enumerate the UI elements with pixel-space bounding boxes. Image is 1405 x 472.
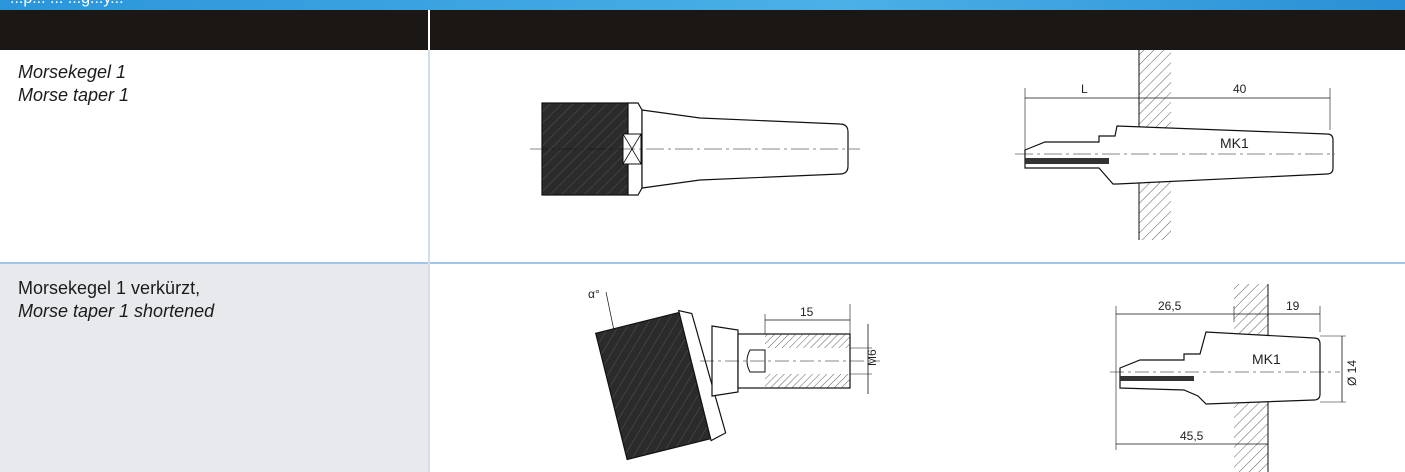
row-label-cell: Morsekegel 1 Morse taper 1	[0, 50, 430, 262]
column-divider	[428, 50, 430, 472]
row-label-de: Morsekegel 1 verkürzt,	[18, 278, 201, 298]
dim-15-label: 15	[800, 305, 814, 319]
title-strip: ...p... ... ...g...y...	[0, 0, 1405, 10]
mk1-label: MK1	[1220, 135, 1249, 151]
dim-L-label: L	[1081, 82, 1088, 96]
row-divider	[0, 262, 1405, 264]
header-divider	[428, 10, 430, 50]
table-row: Morsekegel 1 verkürzt, Morse taper 1 sho…	[0, 264, 1405, 472]
row-drawing-cell: α° 15 M6	[430, 264, 1405, 472]
table-row: Morsekegel 1 Morse taper 1	[0, 50, 1405, 262]
dim-d14-label: Ø 14	[1345, 360, 1359, 386]
mk1-label: MK1	[1252, 351, 1281, 367]
header-cell-label	[0, 10, 428, 50]
morse-taper-mounted-drawing: L 40 MK1	[1015, 50, 1335, 240]
dim-19-label: 19	[1286, 299, 1300, 313]
morse-taper-holder-drawing	[530, 102, 860, 196]
dim-45-5-label: 45,5	[1180, 429, 1204, 443]
row-label-de: Morsekegel 1	[18, 62, 127, 82]
row-drawing-cell: L 40 MK1	[430, 50, 1405, 262]
title-strip-text: ...p... ... ...g...y...	[10, 0, 124, 8]
shortened-taper-mounted-drawing: 26,5 19 MK1 Ø 14 45,5	[1110, 284, 1359, 472]
dim-40-label: 40	[1233, 82, 1247, 96]
row-label-en: Morse taper 1 shortened	[18, 301, 215, 321]
shortened-taper-drawing: α° 15 M6	[588, 287, 880, 461]
header-cell-drawing	[430, 10, 1405, 50]
dim-m6-label: M6	[865, 349, 879, 366]
alpha-label: α°	[588, 287, 600, 301]
taper-table: Morsekegel 1 Morse taper 1	[0, 10, 1405, 472]
row-label-cell: Morsekegel 1 verkürzt, Morse taper 1 sho…	[0, 264, 430, 472]
table-header-row	[0, 10, 1405, 50]
dim-26-5-label: 26,5	[1158, 299, 1182, 313]
row-label-en: Morse taper 1	[18, 85, 130, 105]
